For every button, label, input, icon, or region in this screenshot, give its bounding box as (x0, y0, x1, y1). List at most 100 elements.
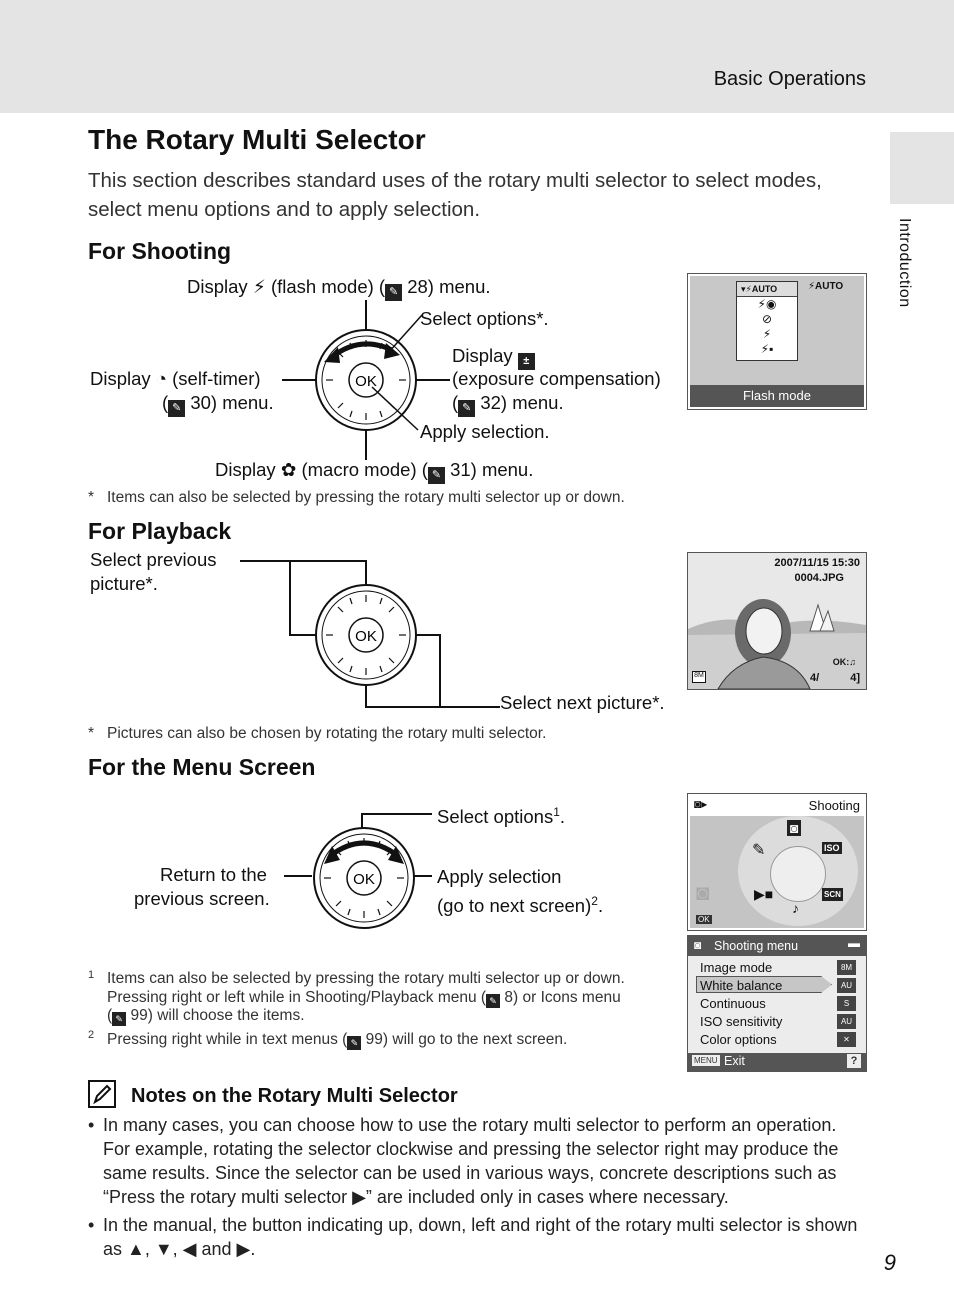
return-label-2: previous screen. (134, 888, 270, 909)
book-icon: ✎ (427, 467, 445, 484)
macro-icon: ✿ (280, 459, 297, 480)
menu-icon-center (770, 846, 826, 902)
notes-bullet-1: In many cases, you can choose how to use… (88, 1113, 868, 1209)
flash-mode-label: Display ⚡ (flash mode) (✎ 28) menu. (187, 275, 491, 301)
book-icon: ✎ (168, 400, 186, 417)
book-icon: ✎ (112, 1012, 127, 1026)
menu-item-iso-sensitivity[interactable]: ISO sensitivity (700, 1014, 783, 1029)
white-balance-value-icon: AU (837, 978, 856, 993)
menu-apply-label-2: (go to next screen)2. (437, 894, 604, 917)
menu-item-white-balance[interactable]: White balance (700, 978, 783, 993)
menu-icon-titlebar: ◙▸ Shooting (688, 794, 866, 816)
select-options-label: Select options*. (420, 308, 549, 329)
menu-fn1-line2: Pressing right or left while in Shooting… (107, 989, 621, 1008)
page-number: 9 (883, 1250, 896, 1275)
playback-footnote: Pictures can also be chosen by rotating … (107, 725, 547, 742)
notes-bullet-2: In the manual, the button indicating up,… (88, 1213, 868, 1261)
menu-fn1-line1: Items can also be selected by pressing t… (107, 970, 625, 987)
self-timer-label-1: Display ◔ (self-timer) (90, 368, 261, 389)
exposure-label-3: (✎ 32) menu. (452, 391, 564, 417)
menu-dial-diagram: OK (284, 813, 432, 929)
voice-mic-icon[interactable]: ♪ (792, 900, 799, 916)
select-previous-label-2: picture*. (90, 573, 158, 594)
book-icon: ✎ (385, 284, 403, 301)
header-band (0, 0, 954, 113)
shooting-dial-diagram: OK (282, 300, 450, 460)
exposure-label-1: Display ± (452, 344, 535, 370)
book-icon: ✎ (458, 400, 476, 417)
menu-fn2-mark: 2 (88, 1029, 95, 1041)
select-next-label: Select next picture*. (500, 692, 665, 713)
menu-apply-label-1: Apply selection (437, 866, 562, 887)
svg-text:OK: OK (355, 628, 377, 645)
photo-counter-right: 4] (850, 672, 860, 684)
menu-fn1-line3: (✎ 99) will choose the items. (107, 1007, 305, 1026)
shooting-footnote-mark: * (88, 489, 95, 506)
menu-fn1-mark: 1 (88, 969, 95, 981)
select-previous-label-1: Select previous (90, 549, 217, 570)
continuous-value-icon: S (837, 996, 856, 1011)
flash-menu-panel: ▾⚡AUTO ⚡◉⊘⚡⚡▪ (736, 281, 798, 361)
intro-text: This section describes standard uses of … (88, 169, 822, 221)
photo-datetime: 2007/11/15 15:30 (774, 557, 860, 569)
self-timer-label-2: (✎ 30) menu. (162, 391, 274, 417)
shooting-menu-titlebar: ◙ Shooting menu ▬ (688, 936, 866, 956)
shooting-camera-icon[interactable]: ◙ (787, 820, 802, 836)
side-tab (890, 132, 954, 204)
camera-icon: ◙ (694, 938, 702, 952)
menu-heading: For the Menu Screen (88, 754, 316, 780)
page-title: The Rotary Multi Selector (88, 124, 426, 155)
menu-fn2: Pressing right while in text menus (✎ 99… (107, 1031, 568, 1050)
playback-dial-diagram: OK (240, 560, 500, 708)
menu-selection-highlight (696, 976, 832, 993)
menu-icon-title: Shooting (808, 798, 860, 813)
flash-mode-caption: Flash mode (690, 385, 864, 407)
help-icon[interactable]: ? (847, 1054, 861, 1068)
playback-photo (688, 553, 866, 689)
svg-text:OK: OK (355, 373, 377, 390)
side-tab-label: Introduction (896, 218, 913, 308)
shooting-menu-body: Image mode White balance Continuous ISO … (688, 956, 866, 1053)
menu-key-icon: MENU (692, 1055, 720, 1066)
shooting-footnote: Items can also be selected by pressing t… (107, 489, 625, 506)
menu-item-image-mode[interactable]: Image mode (700, 960, 773, 975)
playback-footnote-mark: * (88, 725, 95, 742)
flash-icon: ⚡ (252, 276, 266, 297)
exposure-label-2: (exposure compensation) (452, 368, 661, 389)
menu-item-color-options[interactable]: Color options (700, 1032, 777, 1047)
notes-heading: Notes on the Rotary Multi Selector (131, 1085, 458, 1107)
scroll-indicator-icon: ▬ (848, 936, 860, 950)
flash-auto-option: ▾⚡AUTO (737, 282, 797, 297)
menu-select-options-label: Select options1. (437, 805, 566, 828)
iso-icon[interactable]: ISO (822, 842, 842, 854)
section-label: Basic Operations (713, 68, 866, 90)
macro-mode-label: Display ✿ (macro mode) (✎ 31) menu. (215, 458, 533, 484)
exposure-compensation-icon: ± (517, 353, 535, 370)
color-options-value-icon: ✕ (837, 1032, 856, 1047)
shooting-menu-title: Shooting menu (714, 939, 799, 953)
camera-icon: ◙▸ (694, 797, 708, 811)
menu-item-continuous[interactable]: Continuous (700, 996, 766, 1011)
exit-label[interactable]: Exit (724, 1054, 745, 1068)
photo-filename: 0004.JPG (794, 572, 844, 584)
flash-mode-screen: ▾⚡AUTO ⚡◉⊘⚡⚡▪ ⚡AUTO Flash mode (687, 273, 867, 410)
ok-voice-icon: OK:♫ (832, 657, 856, 667)
scene-icon[interactable]: SCN (822, 888, 843, 901)
iso-value-icon: AU (837, 1014, 856, 1029)
apply-selection-label: Apply selection. (420, 421, 550, 442)
note-pencil-icon (88, 1080, 116, 1108)
playback-screen: 2007/11/15 15:30 0004.JPG 8M OK:♫ 4/ 4] (687, 552, 867, 690)
svg-text:OK: OK (353, 871, 375, 888)
image-mode-icon: 8M (692, 671, 706, 683)
self-timer-icon: ◔ (155, 368, 167, 389)
photo-counter: 4/ (810, 672, 820, 684)
menu-icon-screen: ◙▸ Shooting ◙ ✎ ISO ▶■ ♪ SCN ◙ OK (687, 793, 867, 931)
return-label-1: Return to the (160, 864, 267, 885)
movie-icon[interactable]: ▶■ (754, 886, 774, 902)
faded-camera-icon: ◙ (696, 880, 710, 905)
flash-indicator: ⚡AUTO (808, 281, 844, 292)
flash-options-list: ⚡◉⊘⚡⚡▪ (757, 297, 777, 356)
image-mode-value-icon: 8M (837, 960, 856, 975)
setup-wrench-icon[interactable]: ✎ (752, 842, 766, 859)
ok-key-icon: OK (696, 915, 712, 924)
